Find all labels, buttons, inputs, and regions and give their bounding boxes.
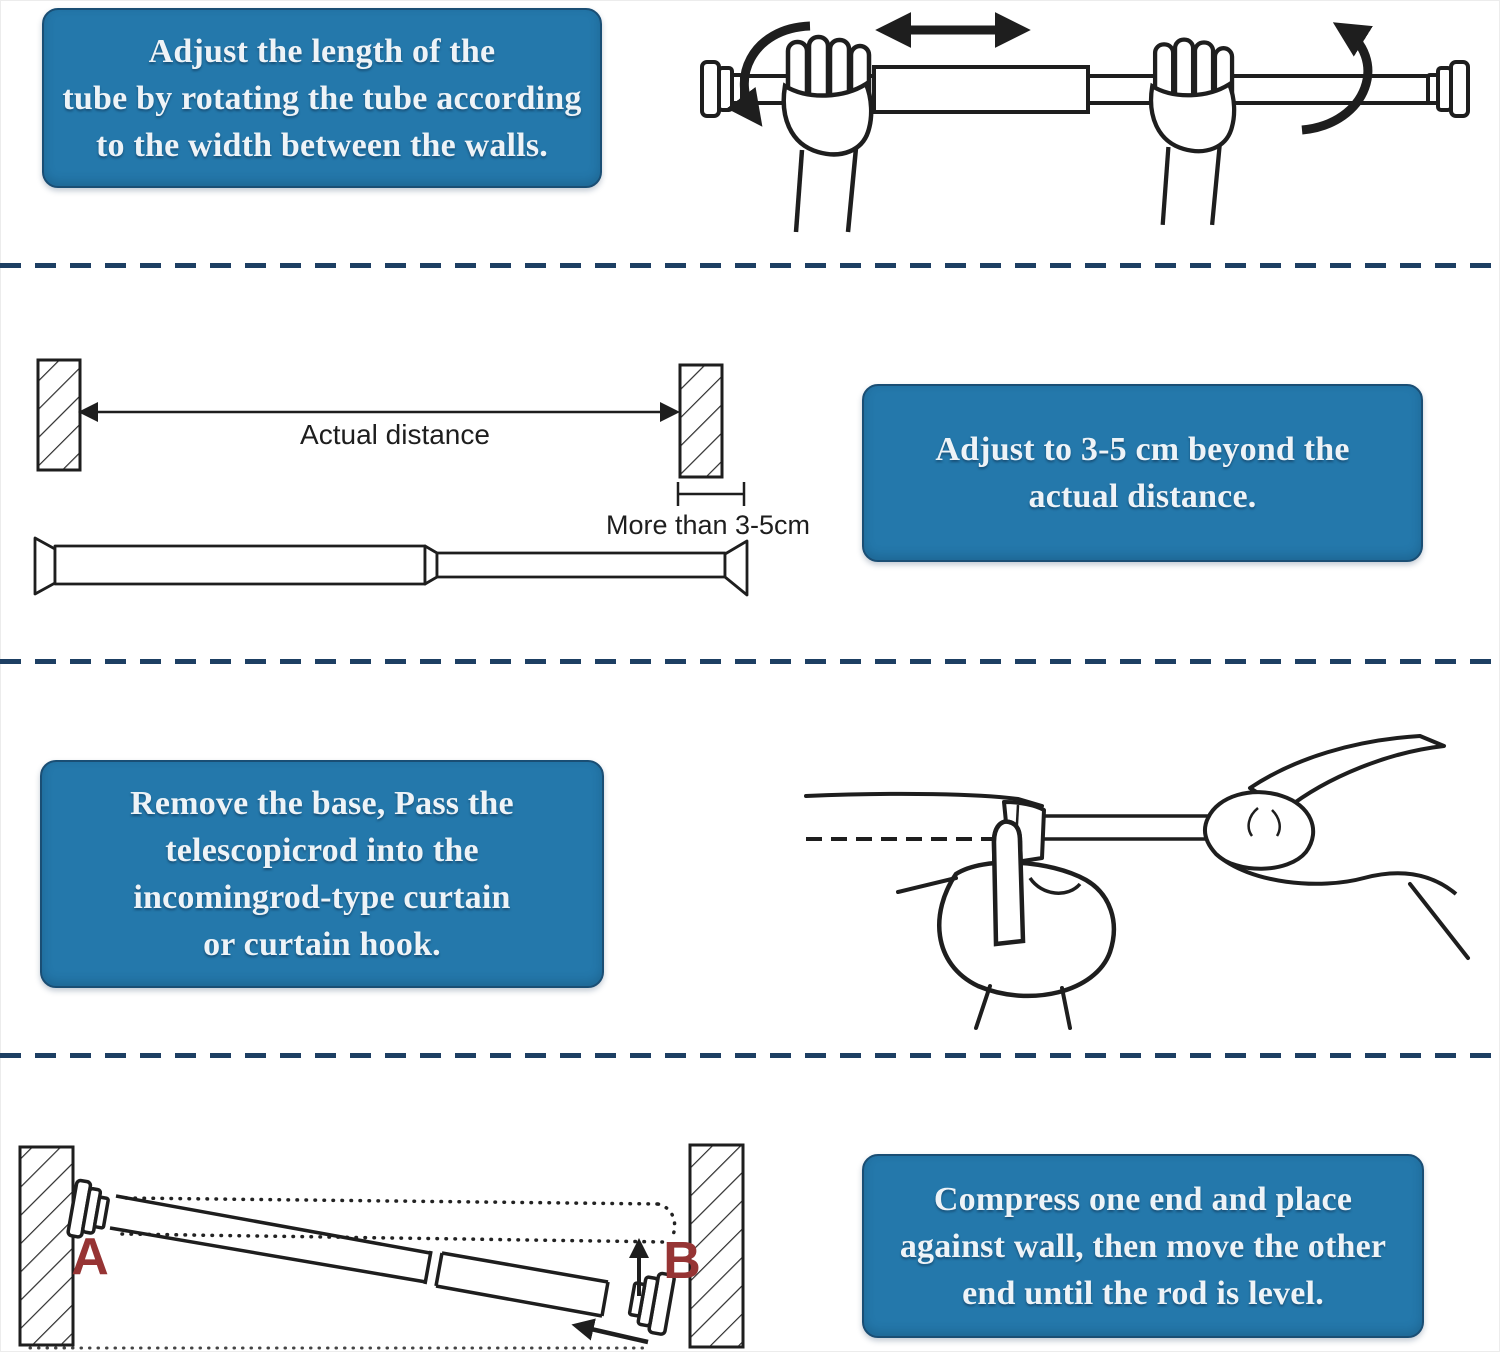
dashed-divider <box>0 263 1500 268</box>
rotation-arrow-left <box>726 21 811 127</box>
right-hand <box>1151 40 1234 225</box>
step2-instruction-box: Adjust to 3-5 cm beyond the actual dista… <box>862 384 1423 562</box>
rod-through-pocket <box>1044 814 1218 841</box>
right-wall <box>678 363 724 479</box>
feeding-hand <box>1202 734 1470 960</box>
rotation-arrow-right <box>1301 22 1373 135</box>
step2-instruction-text: Adjust to 3-5 cm beyond the actual dista… <box>935 431 1350 515</box>
rotate-tube-hands-illustration <box>700 12 1470 237</box>
tilted-rod <box>109 1194 610 1318</box>
step3-instruction-box: Remove the base, Pass the telescopicrod … <box>40 760 604 988</box>
push-direction-arrow <box>571 1318 649 1345</box>
thread-rod-through-curtain-illustration <box>804 734 1470 1030</box>
curtain-top-edge <box>804 791 1044 841</box>
step1-instruction-text: Adjust the length of the tube by rotatin… <box>62 32 582 164</box>
right-wall <box>688 1143 745 1349</box>
left-wall <box>36 358 82 472</box>
tilt-rod-between-walls-diagram: A B <box>18 1143 745 1350</box>
rod-cap-b <box>627 1271 676 1336</box>
holding-hand <box>896 819 1117 1030</box>
rod-drawing <box>33 536 749 597</box>
step4-instruction-box: Compress one end and place against wall,… <box>862 1154 1424 1338</box>
point-a-label: A <box>71 1228 109 1286</box>
point-b-label: B <box>663 1232 701 1290</box>
dashed-divider <box>0 659 1500 664</box>
dashed-divider <box>0 1053 1500 1058</box>
step4-instruction-text: Compress one end and place against wall,… <box>899 1180 1387 1312</box>
left-wall <box>18 1145 75 1347</box>
target-position-dotted <box>120 1196 677 1244</box>
wall-distance-diagram: Actual distance More than 3-5cm <box>33 358 810 597</box>
left-hand <box>784 37 871 232</box>
more-than-label: More than 3-5cm <box>606 510 810 540</box>
step1-instruction-box: Adjust the length of the tube by rotatin… <box>42 8 602 188</box>
step3-instruction-text: Remove the base, Pass the telescopicrod … <box>130 785 514 963</box>
more-than-bracket <box>676 482 746 506</box>
actual-distance-label: Actual distance <box>300 419 490 450</box>
rod-cap-a <box>66 1178 110 1239</box>
